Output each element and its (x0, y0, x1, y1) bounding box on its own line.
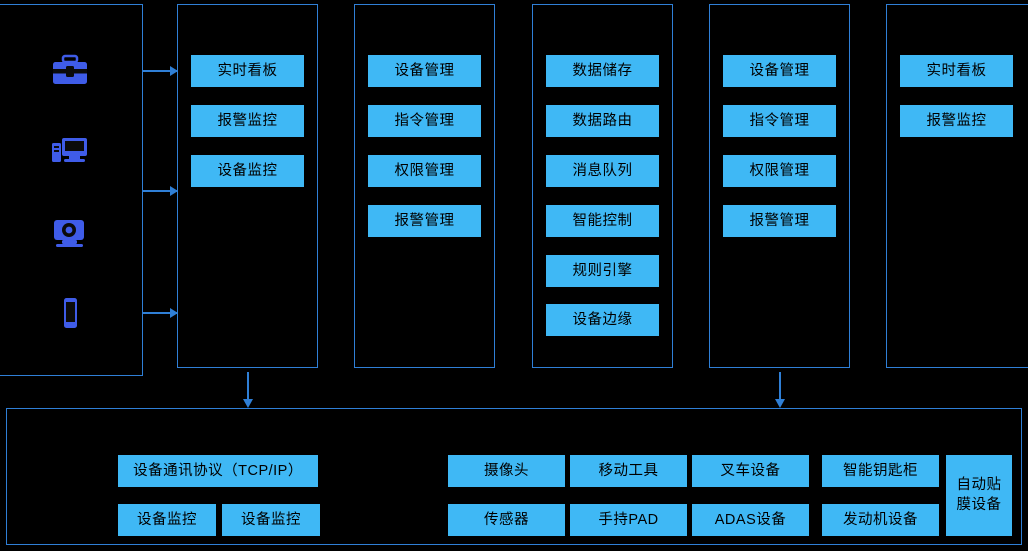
chip-col3-0[interactable]: 数据储存 (546, 55, 659, 87)
arrow-icons-to-col1-bottom (143, 308, 178, 318)
chip-col3-3[interactable]: 智能控制 (546, 205, 659, 237)
chip-col3-5[interactable]: 设备边缘 (546, 304, 659, 336)
chip-bottom-sensor[interactable]: 传感器 (448, 504, 565, 536)
chip-bottom-mobile-tool[interactable]: 移动工具 (570, 455, 687, 487)
toolbox-icon (50, 52, 90, 92)
chip-col4-1[interactable]: 指令管理 (723, 105, 836, 137)
chip-bottom-handheld-pad[interactable]: 手持PAD (570, 504, 687, 536)
chip-col1-0[interactable]: 实时看板 (191, 55, 304, 87)
chip-col3-2[interactable]: 消息队列 (546, 155, 659, 187)
chip-bottom-protocol[interactable]: 设备通讯协议（TCP/IP） (118, 455, 318, 487)
chip-col3-4[interactable]: 规则引擎 (546, 255, 659, 287)
chip-col2-0[interactable]: 设备管理 (368, 55, 481, 87)
chip-bottom-device-monitor-2[interactable]: 设备监控 (222, 504, 320, 536)
camera-icon (50, 212, 90, 252)
chip-col5-1[interactable]: 报警监控 (900, 105, 1013, 137)
chip-bottom-smart-key-cabinet[interactable]: 智能钥匙柜 (822, 455, 939, 487)
chip-col4-2[interactable]: 权限管理 (723, 155, 836, 187)
chip-col1-1[interactable]: 报警监控 (191, 105, 304, 137)
chip-bottom-engine-device[interactable]: 发动机设备 (822, 504, 939, 536)
mobile-phone-icon (50, 294, 90, 334)
chip-bottom-adas[interactable]: ADAS设备 (692, 504, 809, 536)
chip-col4-0[interactable]: 设备管理 (723, 55, 836, 87)
chip-col2-3[interactable]: 报警管理 (368, 205, 481, 237)
chip-bottom-forklift[interactable]: 叉车设备 (692, 455, 809, 487)
desktop-computer-icon (50, 132, 90, 172)
chip-col2-1[interactable]: 指令管理 (368, 105, 481, 137)
chip-bottom-device-monitor-1[interactable]: 设备监控 (118, 504, 216, 536)
chip-col1-2[interactable]: 设备监控 (191, 155, 304, 187)
chip-col5-0[interactable]: 实时看板 (900, 55, 1013, 87)
arrow-col1-to-bottom (243, 372, 253, 408)
chip-col2-2[interactable]: 权限管理 (368, 155, 481, 187)
chip-col4-3[interactable]: 报警管理 (723, 205, 836, 237)
chip-col3-1[interactable]: 数据路由 (546, 105, 659, 137)
chip-bottom-auto-film-device[interactable]: 自动贴膜设备 (946, 455, 1012, 536)
arrow-icons-to-col1-mid (143, 186, 178, 196)
arrow-icons-to-col1-top (143, 66, 178, 76)
arrow-col4-to-bottom (775, 372, 785, 408)
chip-bottom-camera[interactable]: 摄像头 (448, 455, 565, 487)
